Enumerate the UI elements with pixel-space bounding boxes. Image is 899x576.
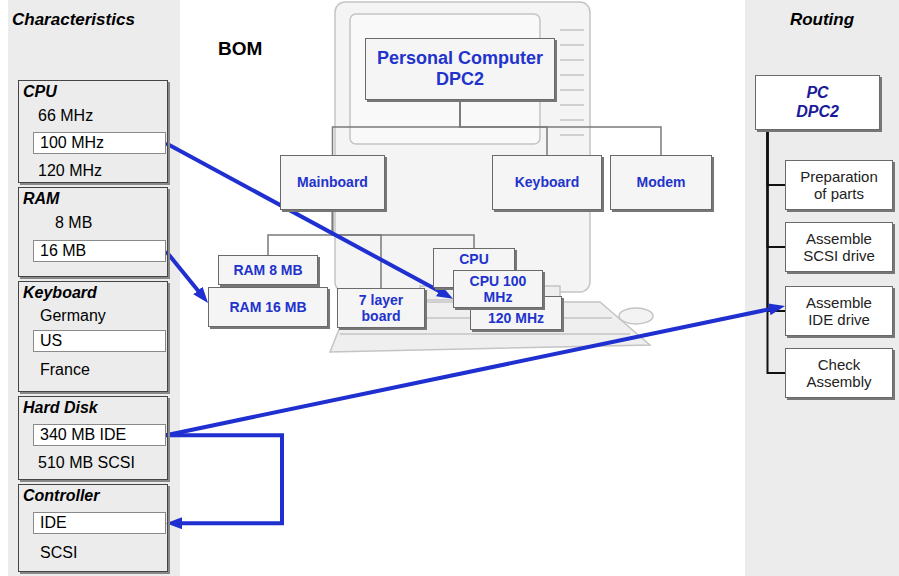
- bom-item-box: Modem: [610, 155, 712, 210]
- option-value: 8 MB: [55, 214, 92, 232]
- bom-variant-box: CPU 100 MHz: [453, 270, 543, 308]
- node-text: 100 MHz: [40, 134, 104, 152]
- selected-value: US: [33, 330, 166, 352]
- assignment-arrow: [166, 143, 447, 295]
- option-value: 510 MB SCSI: [38, 454, 135, 472]
- routing-bracket-line: [768, 130, 786, 373]
- routing-panel-ground: [745, 0, 899, 576]
- bom-tree-line: [333, 210, 382, 288]
- option-value: SCSI: [40, 544, 77, 562]
- bom-tree-line: [460, 100, 661, 155]
- node-text: 120 MHz: [488, 310, 544, 326]
- option-value: 120 MHz: [38, 162, 102, 180]
- bom-variant-box: RAM 8 MB: [218, 255, 318, 285]
- node-text: Characteristics: [12, 10, 176, 30]
- routing-bracket-line: [768, 130, 786, 311]
- node-text: Personal Computer DPC2: [372, 48, 548, 89]
- node-text: RAM 8 MB: [233, 262, 302, 278]
- node-text: PC DPC2: [790, 84, 846, 121]
- product-box: Personal Computer DPC2: [365, 38, 555, 100]
- node-text: RAM 16 MB: [229, 299, 306, 315]
- bom-item-box: 7 layer board: [337, 288, 425, 328]
- node-text: US: [40, 332, 62, 350]
- characteristics-panel: CharacteristicsCPU 100 MHzRAM 16 MB Keyboar…: [8, 0, 180, 576]
- selected-value: 100 MHz: [33, 132, 166, 154]
- node-text: Mainboard: [297, 174, 368, 190]
- routing-panel: Routing PC DPC2Preparation of partsAssemb…: [745, 0, 899, 576]
- bom-item-box: Keyboard: [492, 155, 602, 210]
- selected-value: 340 MB IDE: [33, 424, 166, 446]
- node-text: CPU 100 MHz: [465, 273, 531, 305]
- node-text: 7 layer board: [350, 292, 412, 324]
- node-text: Keyboard: [23, 284, 163, 302]
- characteristic-group: RAM 16 MB: [18, 187, 168, 277]
- operation-box: Check Assembly: [785, 348, 893, 398]
- section-title: BOM: [218, 38, 262, 60]
- node-text: Preparation of parts: [792, 168, 886, 203]
- node-text: IDE: [40, 514, 67, 532]
- characteristics-panel-ground: [8, 0, 180, 576]
- bom-tree-line: [333, 210, 475, 248]
- bom-variant-box: RAM 16 MB: [208, 287, 328, 327]
- node-text: Keyboard: [515, 174, 580, 190]
- option-value: Germany: [40, 307, 106, 325]
- node-text: Routing: [749, 10, 895, 30]
- bom-tree-line: [333, 100, 461, 155]
- assignment-arrow: [166, 251, 204, 297]
- selected-value: 16 MB: [33, 240, 166, 262]
- operation-box: Assemble IDE drive: [785, 286, 893, 336]
- assignment-arrow: [166, 435, 282, 523]
- node-text: 340 MB IDE: [40, 426, 126, 444]
- node-text: Check Assembly: [792, 356, 886, 391]
- operation-box: Assemble SCSI drive: [785, 222, 893, 272]
- node-text: Modem: [637, 174, 686, 190]
- node-text: Controller: [23, 487, 163, 505]
- operation-box: Preparation of parts: [785, 160, 893, 210]
- routing-bracket-line: [768, 130, 786, 247]
- selected-value: IDE: [33, 512, 166, 534]
- node-text: 16 MB: [40, 242, 86, 260]
- routing-header-box: PC DPC2: [755, 75, 880, 130]
- option-value: France: [40, 361, 90, 379]
- node-text: Hard Disk: [23, 399, 163, 417]
- node-text: Assemble SCSI drive: [792, 230, 886, 265]
- bom-item-box: Mainboard: [280, 155, 385, 210]
- node-text: CPU: [23, 83, 163, 101]
- option-value: 66 MHz: [38, 107, 93, 125]
- node-text: Assemble IDE drive: [792, 294, 886, 329]
- routing-bracket-line: [768, 130, 786, 185]
- node-text: RAM: [23, 190, 163, 208]
- node-text: CPU: [459, 251, 489, 267]
